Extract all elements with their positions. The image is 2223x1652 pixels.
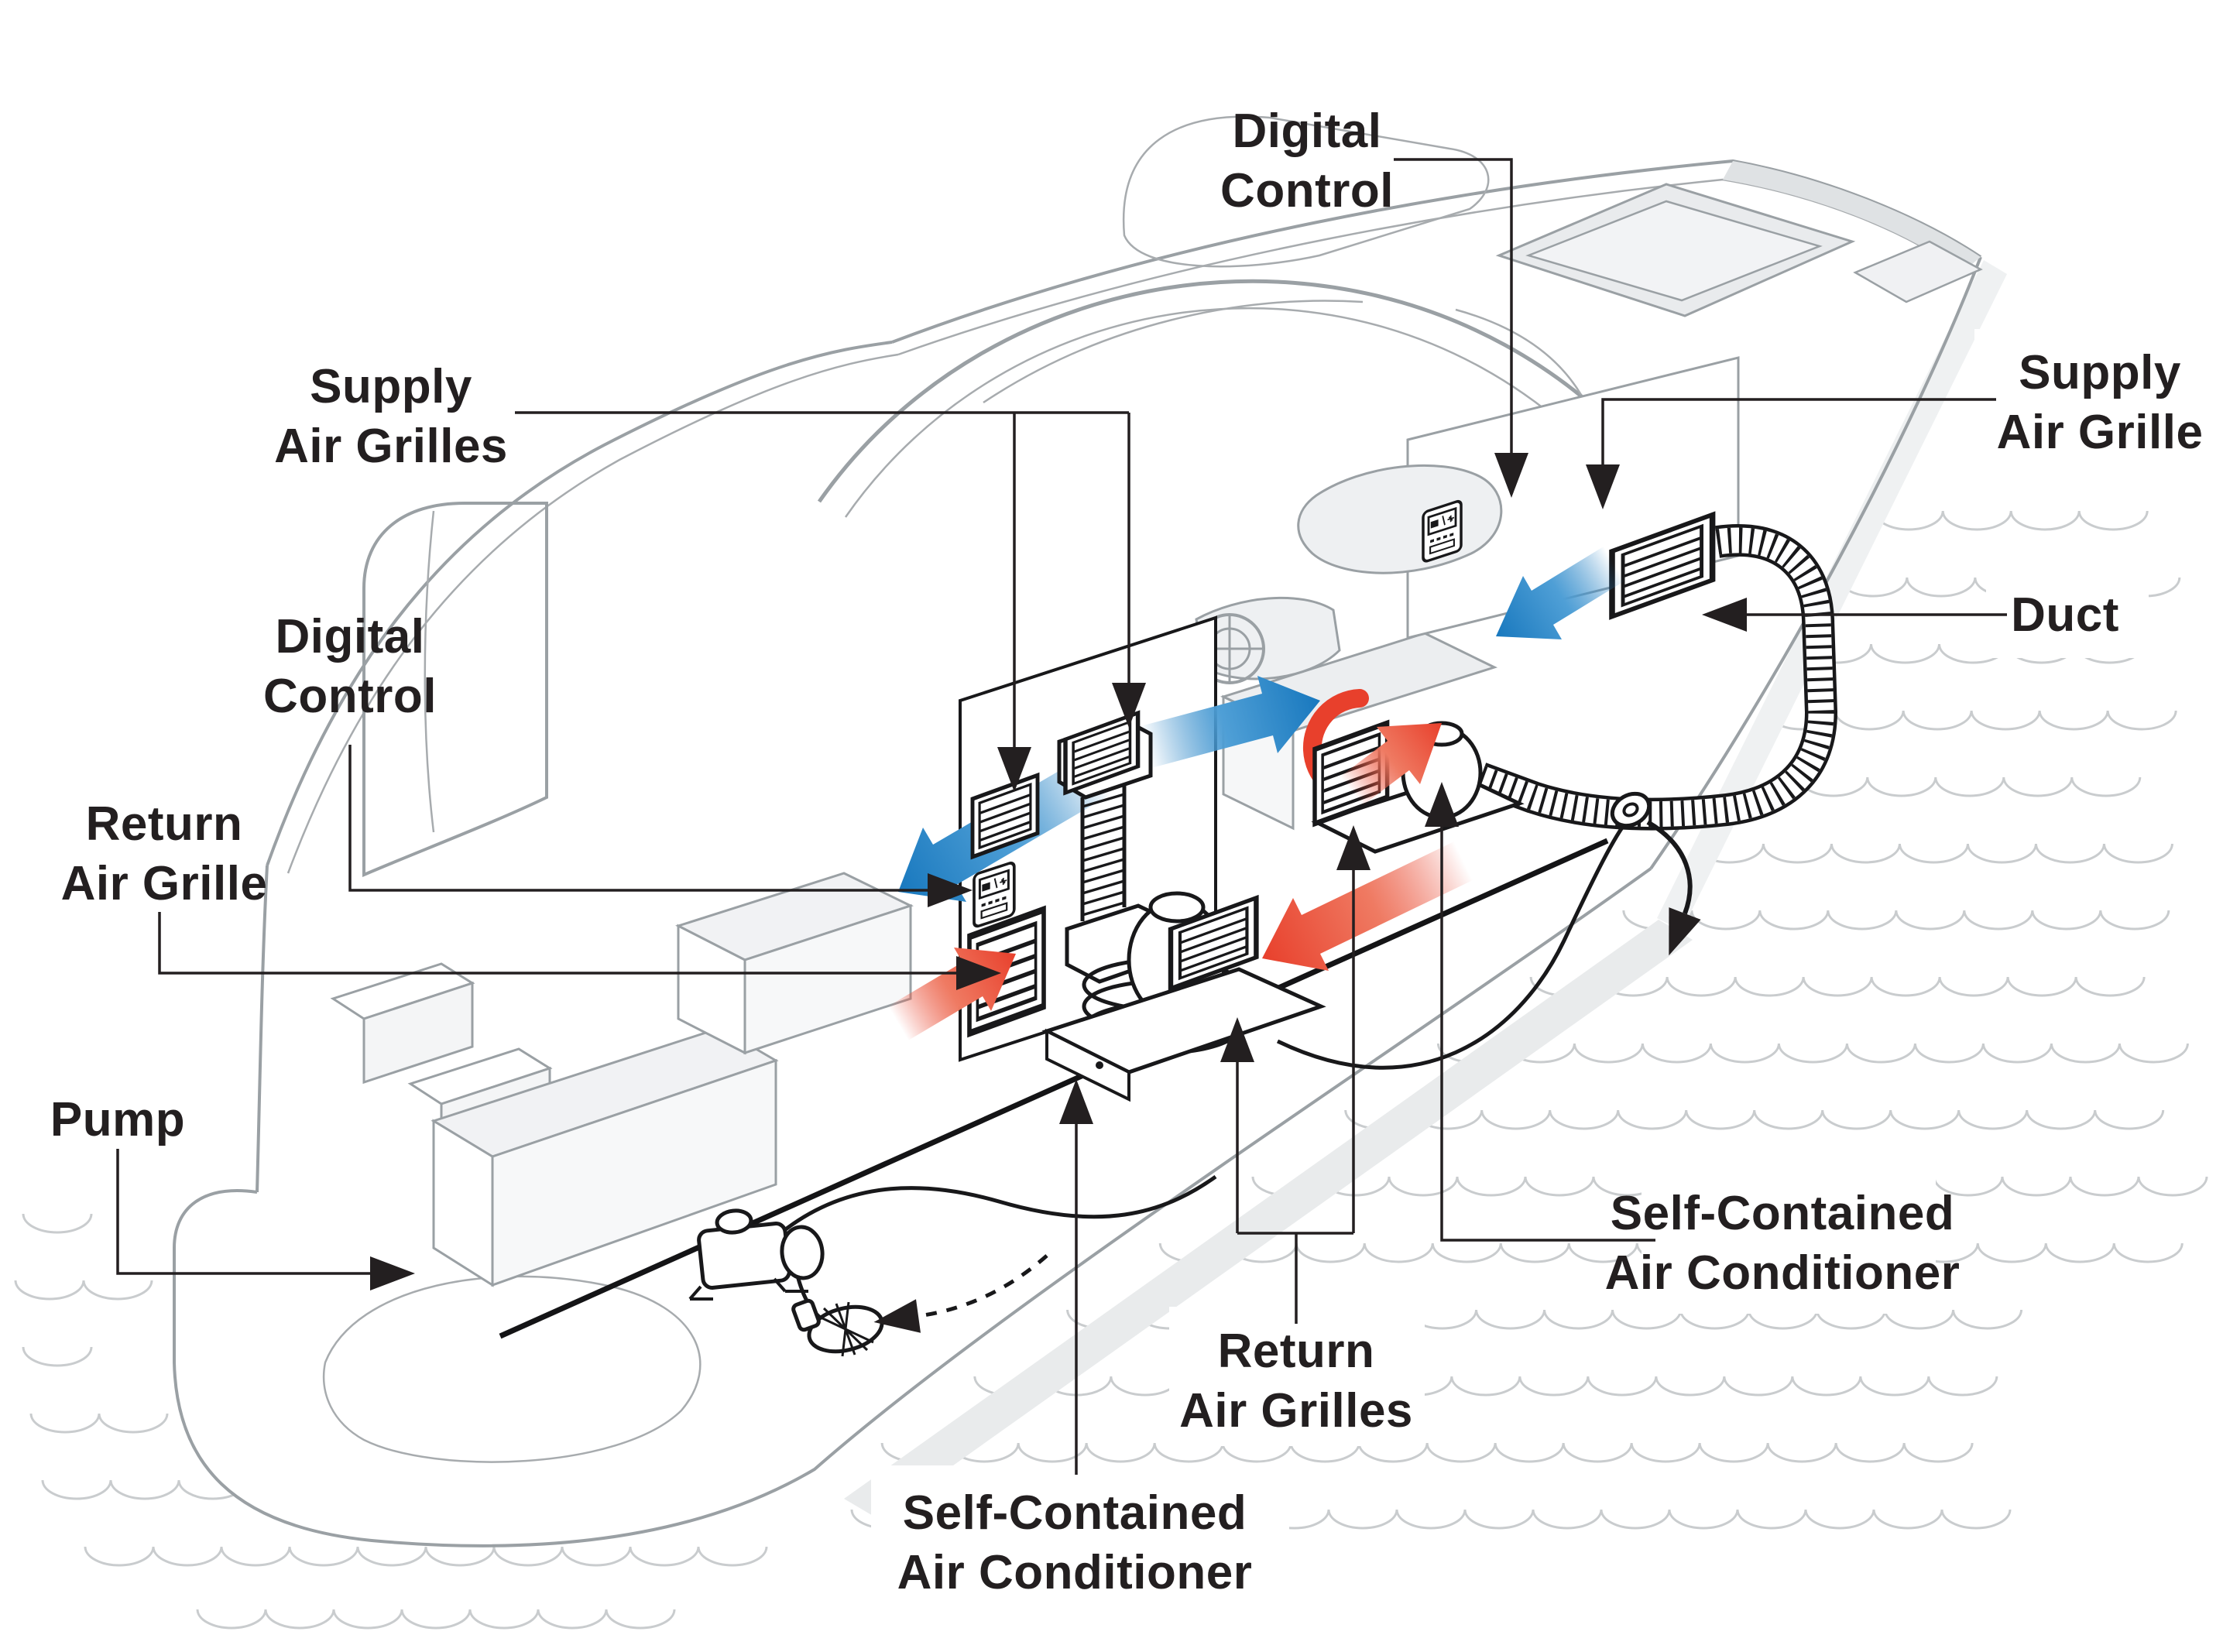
label-supply-air-grille-right: Air Grille [1997,406,2204,459]
leader-return-air-grilles [1237,1232,1353,1324]
water-flow-dashed-arrow-icon [873,1254,1048,1333]
supply-air-arrow-icon [1496,547,1625,639]
floor-edge [499,838,1609,1339]
leader-supply-air-grille-right [1586,398,1996,509]
digital-control-panel [973,860,1016,930]
label-supply-air-grilles: Supply [310,360,472,413]
label-self-contained-ac-right: Self-Contained [1611,1187,1954,1240]
digital-control-panel [1422,499,1463,564]
label-supply-air-grille-right: Supply [2019,346,2181,399]
berth [431,1027,779,1287]
label-self-contained-ac-bottom: Self-Contained [903,1486,1247,1540]
leader-self-contained-ac-right [1425,782,1655,1242]
aft-air-conditioner [1302,499,1838,956]
label-self-contained-ac-bottom: Air Conditioner [897,1546,1253,1599]
label-return-air-grilles: Return [1218,1325,1375,1378]
leader-lines [116,158,2007,1475]
label-digital-control-top: Control [1220,164,1394,218]
label-backgrounds [871,329,2222,1613]
label-return-air-grille-left: Return [86,797,243,851]
bow-hull-side [1657,260,2007,931]
label-supply-air-grilles: Air Grilles [274,420,508,473]
bow-toe-rail [1723,161,1981,272]
label-digital-control-left: Digital [276,610,425,663]
leader-return-air-grille-left [158,912,1001,990]
flex-duct [1474,524,1838,831]
seawater-pump [688,817,1630,1357]
label-self-contained-ac-right: Air Conditioner [1605,1246,1961,1300]
leader-digital-control-top [1394,158,1528,498]
label-return-air-grilles: Air Grilles [1179,1384,1413,1438]
label-return-air-grille-left: Air Grille [61,857,268,910]
return-air-arrow-icon [1340,723,1442,806]
label-pump: Pump [50,1093,185,1146]
return-air-arrow-icon [1262,841,1473,971]
cabin-seat [675,872,914,1055]
supply-air-arrow-icon [1141,676,1320,768]
waterline-band [844,920,1693,1519]
leader-digital-control-left [348,745,973,907]
leader-pump [116,1149,415,1290]
label-digital-control-top: Digital [1233,105,1382,158]
water-waves [14,510,2208,1630]
through-hull-fitting [1610,791,1701,956]
overboard-discharge-arrow-icon [1646,820,1701,956]
label-digital-control-left: Control [263,670,437,723]
label-duct: Duct [2011,588,2119,642]
